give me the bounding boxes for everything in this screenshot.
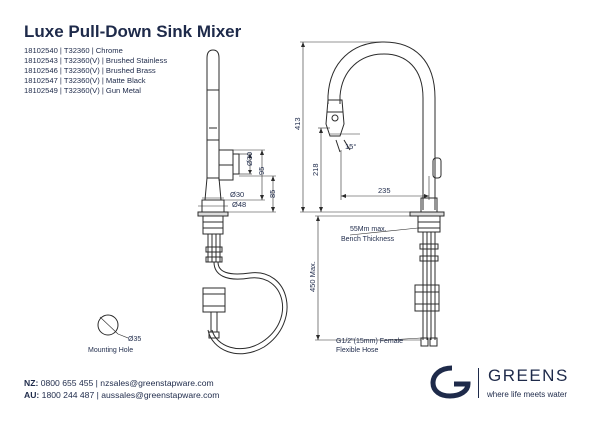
product-code-list: 18102540 | T32360 | Chrome 18102543 | T3… xyxy=(24,46,167,96)
dim-width-235: 235 xyxy=(378,186,391,195)
dim-height-218: 218 xyxy=(311,163,320,176)
contact-nz-label: NZ: xyxy=(24,378,39,388)
mounting-hole xyxy=(97,314,129,339)
product-code-chrome: 18102540 | T32360 | Chrome xyxy=(24,46,123,55)
dim-height-85: 85 xyxy=(268,190,277,198)
contact-nz: NZ: 0800 655 455 | nzsales@greenstapware… xyxy=(24,377,219,389)
front-view-dimensions xyxy=(300,41,430,341)
contact-block: NZ: 0800 655 455 | nzsales@greenstapware… xyxy=(24,377,219,401)
product-code-gun-metal: 18102549 | T32360(V) | Gun Metal xyxy=(24,86,141,95)
bench-thickness-line1: 55Mm max. xyxy=(350,226,387,233)
hose-note-line2: Flexible Hose xyxy=(336,347,379,354)
contact-au-label: AU: xyxy=(24,390,40,400)
bench-thickness-line2: Bench Thickness xyxy=(341,236,395,243)
front-view-tap xyxy=(325,41,445,347)
dim-diameter-30-base: Ø30 xyxy=(230,190,244,199)
dim-diameter-30-top: Ø30 xyxy=(245,152,254,166)
contact-nz-text: 0800 655 455 | nzsales@greenstapware.com xyxy=(40,378,214,388)
dimension-arrows xyxy=(248,42,429,340)
contact-au-text: 1800 244 487 | aussales@greenstapware.co… xyxy=(41,390,220,400)
mounting-hole-label: Mounting Hole xyxy=(88,347,133,354)
product-code-brushed-brass: 18102546 | T32360(V) | Brushed Brass xyxy=(24,66,156,75)
dim-diameter-48: Ø48 xyxy=(232,200,246,209)
hose-note-line1: G1/2"(15mm) Female xyxy=(336,338,403,345)
dim-height-413: 413 xyxy=(293,117,302,130)
product-code-matte-black: 18102547 | T32360(V) | Matte Black xyxy=(24,76,146,85)
contact-au: AU: 1800 244 487 | aussales@greenstapwar… xyxy=(24,389,219,401)
brand-name: GREENS xyxy=(488,366,569,385)
brand-tagline: where life meets water xyxy=(487,390,568,399)
product-code-brushed-stainless: 18102543 | T32360(V) | Brushed Stainless xyxy=(24,56,168,65)
page-title: Luxe Pull-Down Sink Mixer xyxy=(24,22,242,41)
mounting-hole-diameter: Ø35 xyxy=(128,336,141,343)
greens-logo-icon xyxy=(430,365,471,399)
dim-height-95: 95 xyxy=(257,167,266,175)
logo-separator xyxy=(478,368,479,398)
dim-height-450-max: 450 Max. xyxy=(308,261,317,292)
dim-angle: 15° xyxy=(345,142,356,151)
